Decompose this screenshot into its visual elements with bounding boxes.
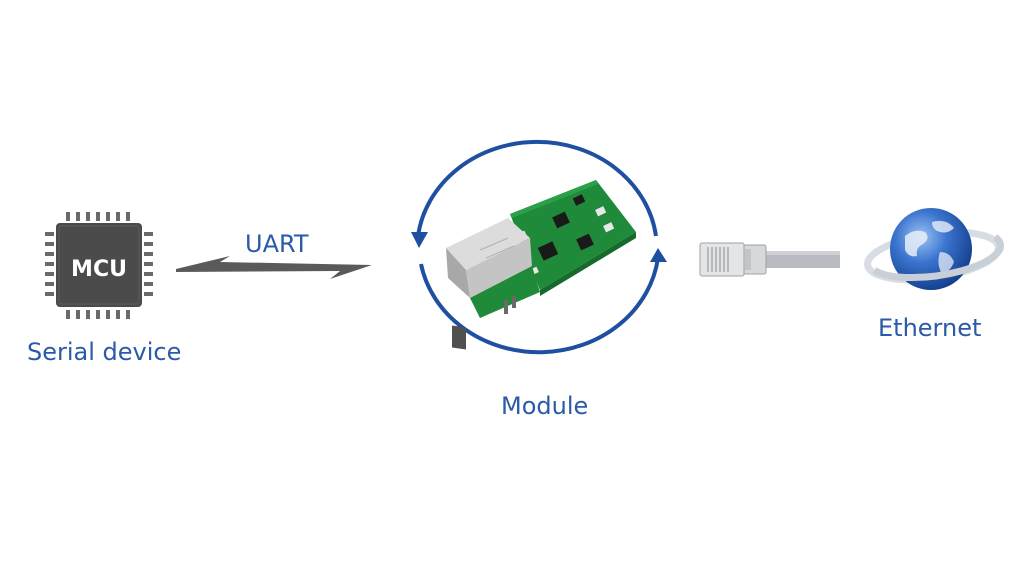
ethernet-label: Ethernet (878, 314, 982, 342)
uart-label: UART (245, 230, 309, 258)
cycle-arrows-icon (416, 139, 660, 355)
ethernet-cable-icon (699, 242, 840, 277)
module-label: Module (501, 392, 589, 420)
serial-device-label: Serial device (27, 338, 182, 366)
module-board-icon (446, 180, 636, 350)
uart-link-line (176, 256, 372, 279)
arrowhead-left-icon (411, 232, 428, 248)
globe-icon (864, 208, 1005, 290)
arrowhead-right-icon (650, 248, 667, 262)
mcu-chip-icon: MCU (45, 212, 153, 319)
mcu-chip-text: MCU (71, 257, 127, 282)
